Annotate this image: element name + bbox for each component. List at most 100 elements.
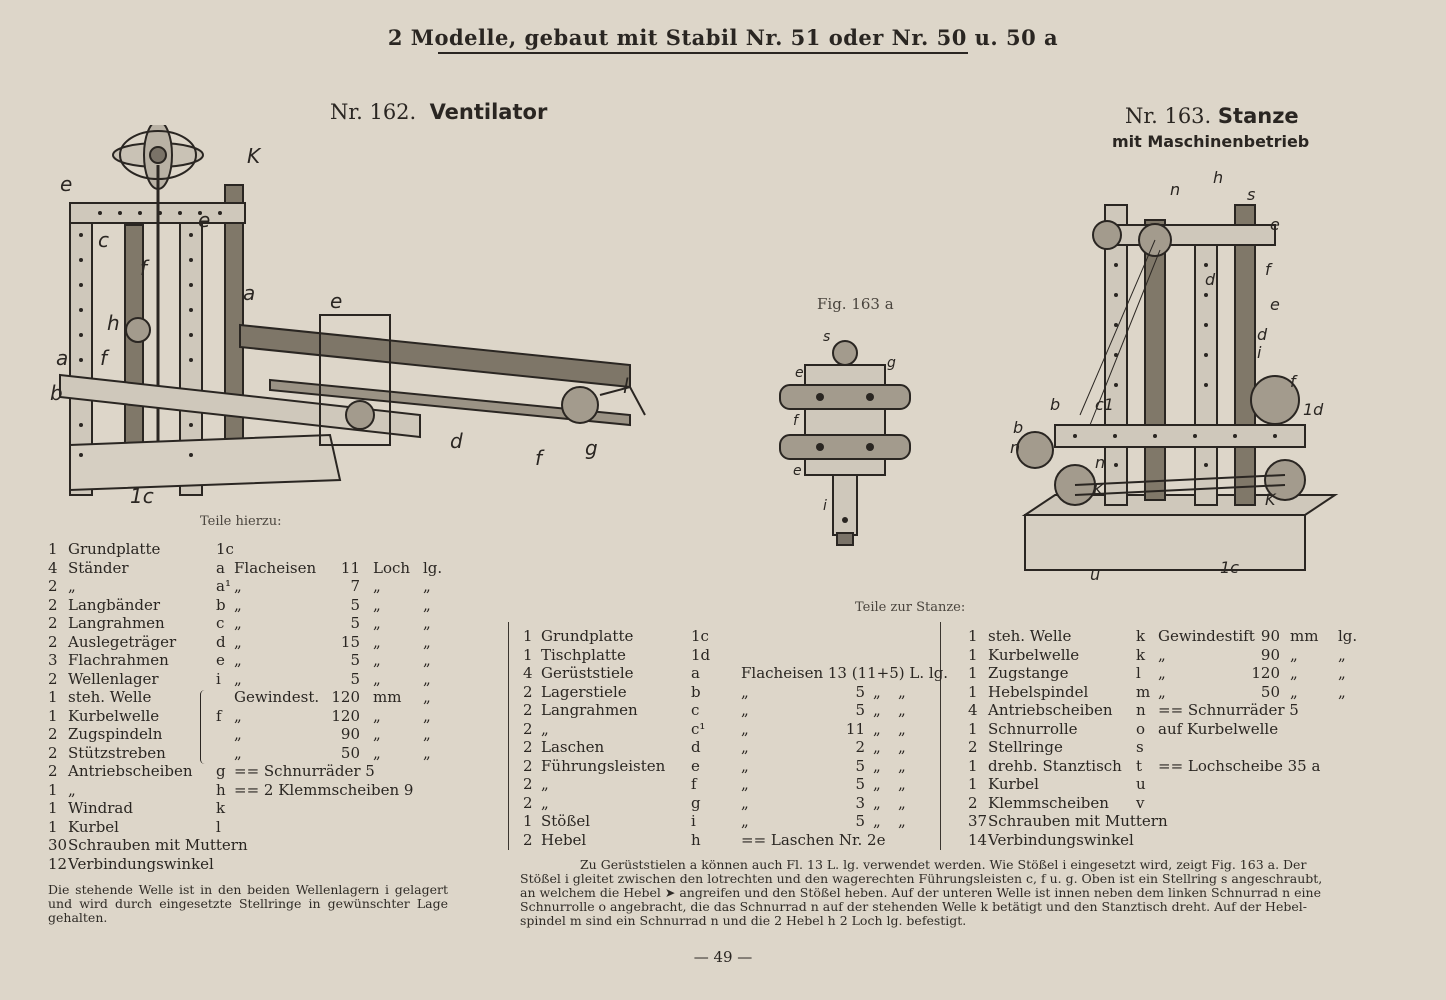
part-u: „ bbox=[1290, 682, 1298, 701]
stanze-label-1d: 1d bbox=[1303, 400, 1324, 419]
part-qty: 1 bbox=[48, 540, 58, 558]
part-qty: 2 bbox=[523, 793, 533, 812]
part-num: 7 bbox=[350, 577, 360, 595]
model-163-number: Nr. 163. bbox=[1125, 104, 1212, 128]
part-code: n bbox=[1136, 701, 1146, 719]
header-underline bbox=[438, 52, 968, 54]
part-unit: „ bbox=[373, 595, 381, 614]
part-qty: 4 bbox=[48, 558, 58, 577]
part-unit: „ bbox=[373, 743, 381, 762]
part-num: 5 bbox=[855, 682, 865, 701]
part-name: drehb. Stanztisch bbox=[988, 756, 1122, 775]
label-e1: e bbox=[60, 172, 72, 196]
part-lg: „ bbox=[898, 719, 906, 738]
fig-label-f: f bbox=[793, 413, 800, 429]
part-desc: „ bbox=[741, 719, 749, 738]
label-f3: f bbox=[535, 446, 545, 470]
part-code: i bbox=[216, 669, 221, 688]
part-code: u bbox=[1136, 775, 1146, 793]
part-qty: 2 bbox=[48, 725, 58, 743]
part-num: 5 bbox=[350, 651, 360, 669]
label-f2: f bbox=[100, 346, 110, 370]
part-code: b bbox=[691, 682, 701, 701]
part-desc: „ bbox=[1158, 664, 1166, 682]
part-desc: == Schnurräder 5 bbox=[234, 762, 375, 780]
fig-163a-illustration: s g e f e i bbox=[779, 329, 911, 546]
part-u: mm bbox=[1290, 627, 1319, 645]
part-code: 1d bbox=[691, 645, 711, 664]
part-qty: 1 bbox=[48, 688, 58, 706]
part-unit: „ bbox=[373, 651, 381, 669]
part-name: Hebel bbox=[541, 830, 587, 849]
stanze-label-d1: d bbox=[1205, 270, 1216, 289]
part-code: g bbox=[216, 762, 226, 780]
part-qty: 2 bbox=[523, 738, 533, 756]
part-desc: „ bbox=[741, 793, 749, 812]
part-name: Antriebscheiben bbox=[988, 701, 1113, 719]
part-name: Kurbelwelle bbox=[988, 645, 1080, 664]
part-u: „ bbox=[873, 756, 881, 775]
stanze-label-e1: e bbox=[1270, 215, 1280, 234]
model-162-title: Nr. 162. Ventilator bbox=[330, 100, 547, 124]
part-unit: „ bbox=[373, 725, 381, 743]
part-qty: 2 bbox=[523, 701, 533, 719]
part-code: g bbox=[691, 793, 701, 812]
part-lg: „ bbox=[1338, 645, 1346, 664]
part-unit: „ bbox=[373, 706, 381, 725]
part-code: t bbox=[1136, 756, 1143, 775]
part-num: 2 bbox=[855, 738, 865, 756]
part-desc: „ bbox=[741, 701, 749, 719]
stanze-label-n1: n bbox=[1170, 180, 1180, 199]
part-qty: 2 bbox=[523, 775, 533, 793]
part-lg: lg. bbox=[1338, 627, 1358, 645]
part-name: Langrahmen bbox=[68, 614, 165, 632]
part-code: c¹ bbox=[691, 719, 706, 738]
label-e3: e bbox=[330, 289, 342, 313]
part-lg: „ bbox=[898, 775, 906, 793]
stanze-label-f1: f bbox=[1265, 260, 1273, 279]
part-name: Zugstange bbox=[988, 664, 1069, 682]
model-162-note: Die stehende Welle ist in den beiden Wel… bbox=[48, 882, 448, 925]
part-qty: 4 bbox=[523, 664, 533, 682]
part-qty: 1 bbox=[968, 682, 978, 701]
part-name: Hebelspindel bbox=[988, 682, 1089, 701]
part-lg: „ bbox=[423, 743, 431, 762]
part-desc: „ bbox=[234, 669, 242, 688]
part-num: 120 bbox=[1251, 664, 1280, 682]
part-desc: „ bbox=[741, 682, 749, 701]
part-num: 5 bbox=[350, 595, 360, 614]
part-name: Wellenlager bbox=[68, 669, 159, 688]
part-lg: „ bbox=[423, 688, 431, 706]
part-qty: 1 bbox=[48, 799, 58, 817]
part-qty: 2 bbox=[48, 595, 58, 614]
part-qty: 1 bbox=[968, 775, 978, 793]
part-num: 120 bbox=[331, 688, 360, 706]
part-lg: „ bbox=[423, 651, 431, 669]
page-header-title: 2 Modelle, gebaut mit Stabil Nr. 51 oder… bbox=[387, 25, 1059, 50]
part-name: Schrauben mit Muttern bbox=[988, 812, 1168, 830]
parts-row: 2„g„3„„ bbox=[523, 794, 933, 813]
note-line: Schnurrolle o angebracht, die das Schnur… bbox=[520, 899, 1307, 914]
stanze-label-i: i bbox=[1257, 343, 1262, 362]
stanze-label-1c: 1c bbox=[1220, 558, 1239, 577]
part-u: „ bbox=[873, 682, 881, 701]
parts-row: 1„h== 2 Klemmscheiben 9 bbox=[48, 781, 458, 800]
stanze-label-h: h bbox=[1213, 168, 1223, 187]
divider-left bbox=[508, 622, 509, 850]
part-qty: 1 bbox=[523, 645, 533, 664]
part-desc: „ bbox=[1158, 645, 1166, 664]
model-162-number: Nr. 162. bbox=[330, 100, 417, 124]
label-g: g bbox=[585, 436, 598, 460]
part-desc: „ bbox=[234, 743, 242, 762]
part-lg: „ bbox=[423, 595, 431, 614]
part-desc: „ bbox=[741, 812, 749, 830]
part-name: steh. Welle bbox=[68, 688, 152, 706]
part-code: a bbox=[691, 664, 700, 682]
